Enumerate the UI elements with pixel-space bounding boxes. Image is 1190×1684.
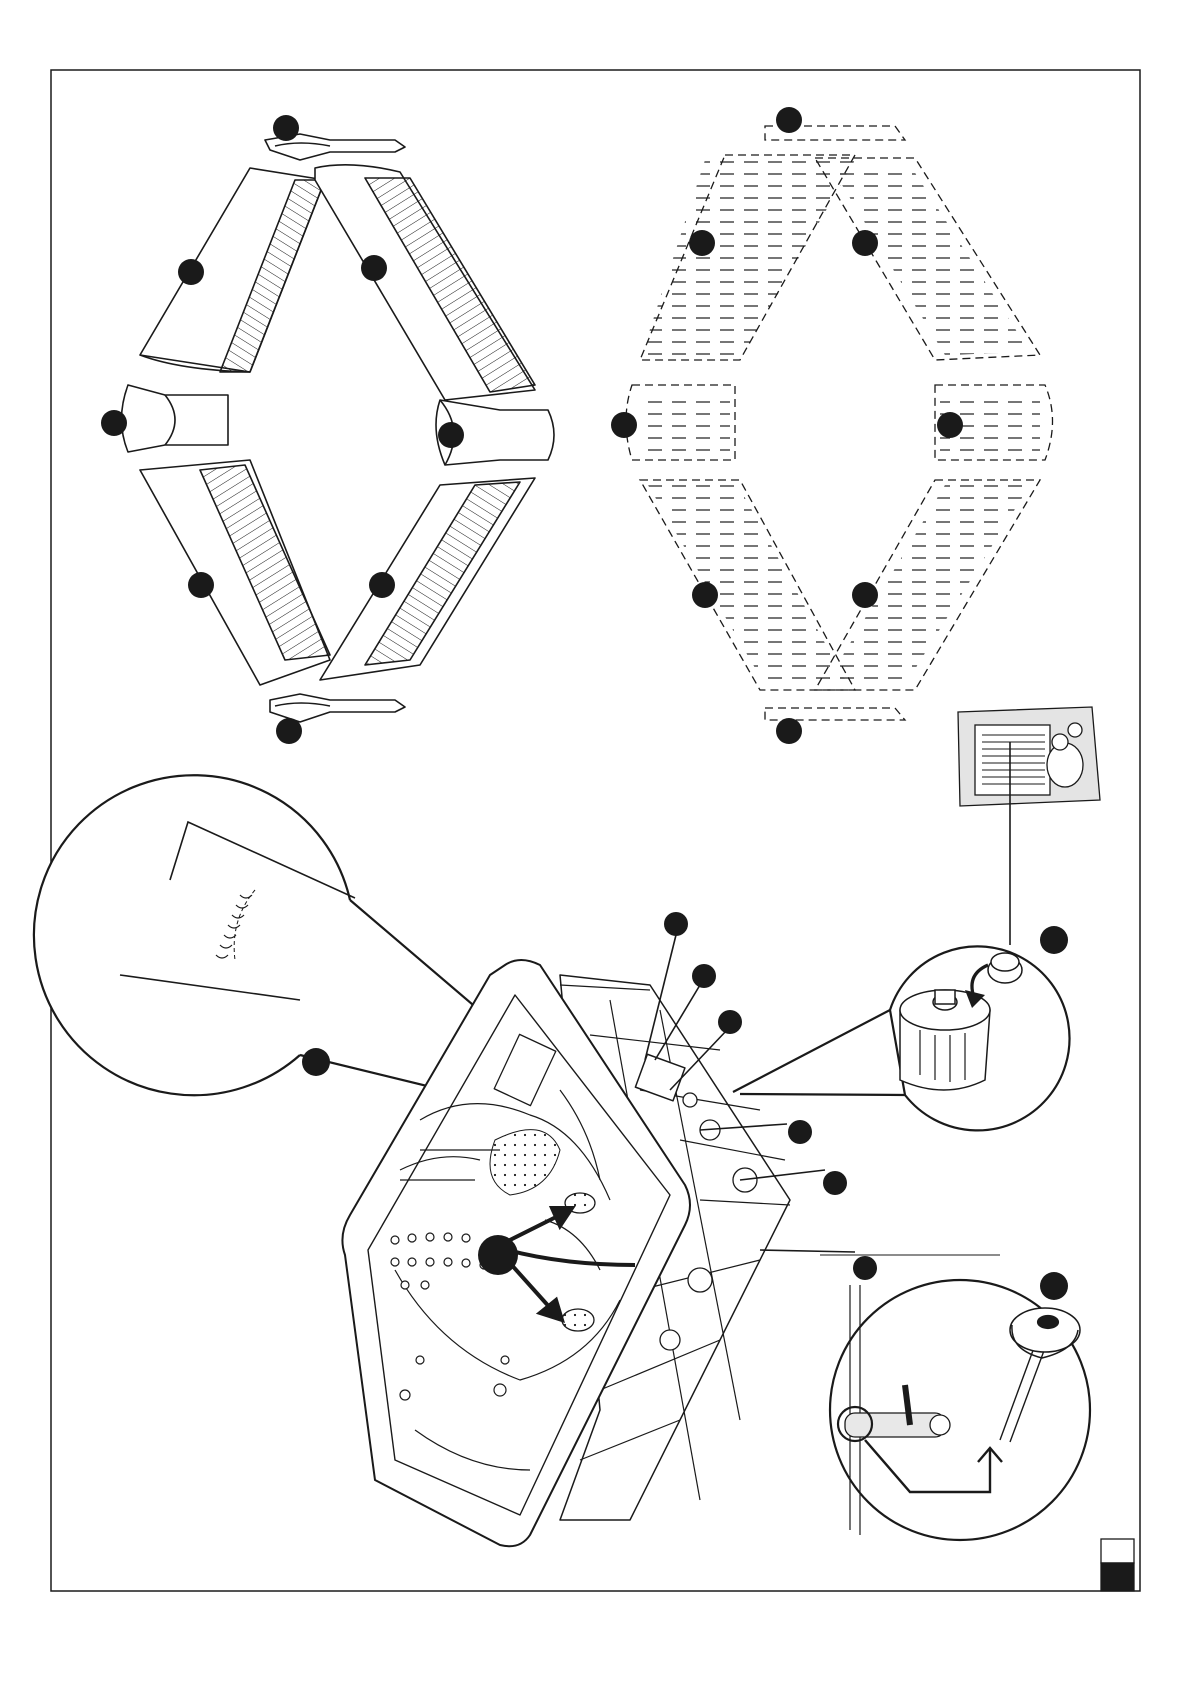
- callout-dot: [852, 582, 878, 608]
- callout-dot: [438, 422, 464, 448]
- callout-dot: [273, 115, 299, 141]
- callout-dot: [302, 1048, 330, 1076]
- callout-dot: [776, 718, 802, 744]
- callout-dot: [611, 412, 637, 438]
- panel-lower-left: [140, 460, 330, 685]
- dashed-corner-bottom: [765, 708, 905, 720]
- corner-piece-left: [122, 385, 229, 452]
- accessory-pack: [958, 707, 1100, 945]
- spa-tub: [342, 960, 790, 1546]
- callout-dot: [1040, 1272, 1068, 1300]
- callout-dot: [664, 912, 688, 936]
- detail-loupe-filter-cap: [733, 946, 1070, 1130]
- callout-dot: [101, 410, 127, 436]
- panel-upper-right: [315, 165, 535, 400]
- callout-dot: [369, 572, 395, 598]
- callout-dot: [188, 572, 214, 598]
- page-corner-box-empty: [1101, 1539, 1134, 1563]
- callout-dot: [853, 1256, 877, 1280]
- callout-dot: [178, 259, 204, 285]
- corner-piece-bottom: [270, 694, 405, 722]
- callout-dot: [852, 230, 878, 256]
- panel-lower-right: [320, 478, 535, 680]
- callout-dot: [1040, 926, 1068, 954]
- callout-dot: [823, 1171, 847, 1195]
- solid-skirting-panels: [122, 134, 555, 722]
- callout-dot: [478, 1235, 518, 1275]
- callout-dot: [776, 107, 802, 133]
- callout-dot: [692, 582, 718, 608]
- callout-dot: [692, 964, 716, 988]
- callout-dot: [788, 1120, 812, 1144]
- callout-dot: [689, 230, 715, 256]
- dashed-skirting-panels: [626, 126, 1053, 720]
- panel-upper-left: [140, 168, 325, 372]
- callout-dot: [718, 1010, 742, 1034]
- callout-dot: [361, 255, 387, 281]
- page-corner-box-filled: [1101, 1563, 1134, 1591]
- callout-dot: [937, 412, 963, 438]
- callout-dot: [276, 718, 302, 744]
